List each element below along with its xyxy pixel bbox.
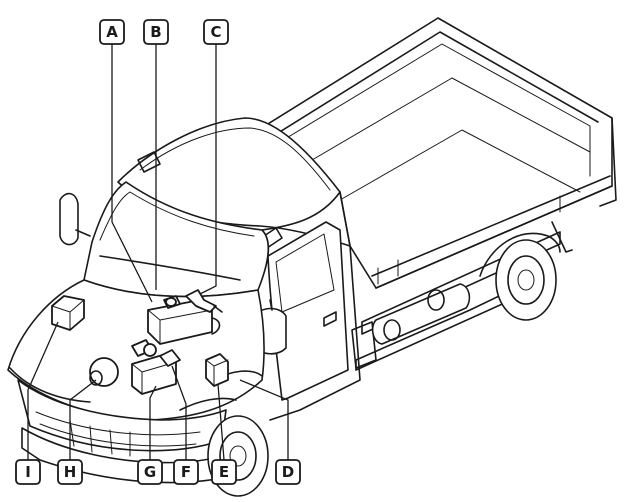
- cargo-bed: [254, 17, 617, 371]
- label-c: C: [203, 19, 229, 45]
- label-h: H: [57, 459, 83, 485]
- svg-text:I: I: [25, 463, 31, 481]
- svg-text:A: A: [106, 23, 118, 41]
- svg-text:H: H: [64, 463, 77, 481]
- label-f: F: [173, 459, 199, 485]
- label-a: A: [99, 19, 125, 45]
- svg-text:B: B: [150, 23, 161, 41]
- svg-text:C: C: [210, 23, 221, 41]
- label-d: D: [275, 459, 301, 485]
- svg-text:D: D: [282, 463, 294, 481]
- component-c: [185, 289, 223, 313]
- label-g: G: [137, 459, 163, 485]
- svg-text:G: G: [144, 463, 156, 481]
- label-b: B: [143, 19, 169, 45]
- label-i: I: [15, 459, 41, 485]
- component-f: [131, 339, 181, 367]
- svg-text:E: E: [219, 463, 229, 481]
- cab: [59, 117, 377, 421]
- component-b: [163, 295, 181, 309]
- label-e: E: [211, 459, 237, 485]
- chassis-tanks: [371, 283, 471, 345]
- component-e: [205, 353, 229, 387]
- leader-lines: [27, 44, 289, 461]
- component-i: [51, 295, 85, 331]
- rear-wheel: [479, 232, 561, 321]
- component-h: [89, 357, 119, 387]
- svg-text:F: F: [181, 463, 191, 481]
